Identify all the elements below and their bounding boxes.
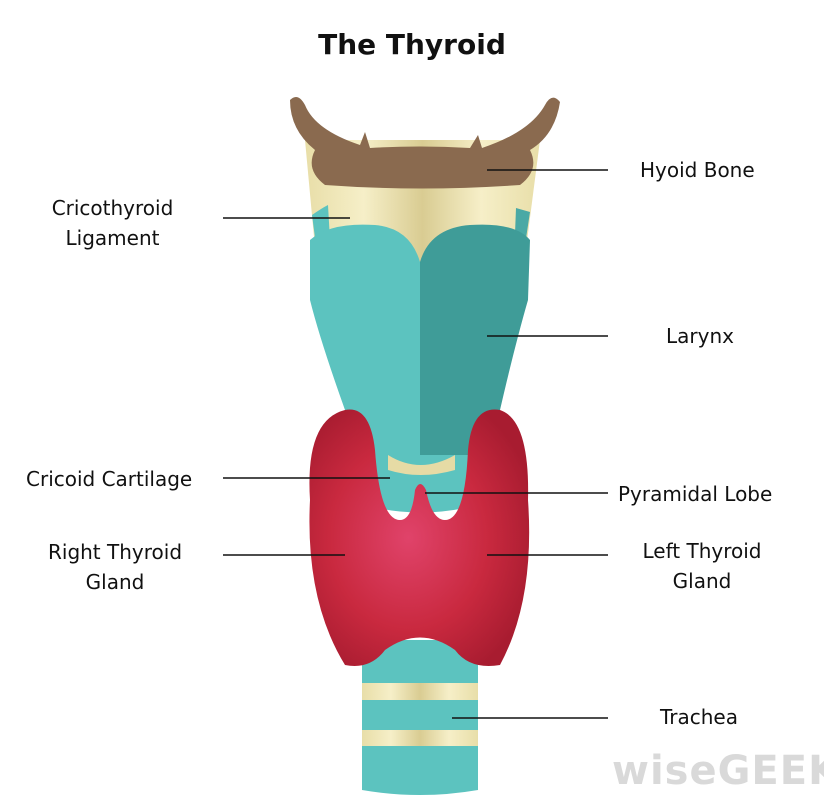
diagram-title: The Thyroid bbox=[318, 28, 506, 61]
label-trachea: Trachea bbox=[660, 705, 738, 729]
label-right-thyroid-gland: Right Thyroid Gland bbox=[47, 540, 183, 594]
thyroid-gland bbox=[309, 409, 530, 666]
label-cricothyroid-ligament: Cricothyroid Ligament bbox=[51, 196, 174, 250]
label-pyramidal-lobe: Pyramidal Lobe bbox=[618, 482, 773, 506]
trachea bbox=[362, 640, 478, 795]
label-cricoid-cartilage: Cricoid Cartilage bbox=[26, 467, 193, 491]
label-left-thyroid-gland: Left Thyroid Gland bbox=[642, 539, 762, 593]
larynx bbox=[310, 224, 530, 455]
hyoid-bone bbox=[290, 96, 560, 189]
label-hyoid-bone: Hyoid Bone bbox=[640, 158, 755, 182]
leader-lines bbox=[223, 169, 608, 719]
watermark-logo: wiseGEEK bbox=[612, 748, 824, 794]
label-larynx: Larynx bbox=[666, 324, 734, 348]
